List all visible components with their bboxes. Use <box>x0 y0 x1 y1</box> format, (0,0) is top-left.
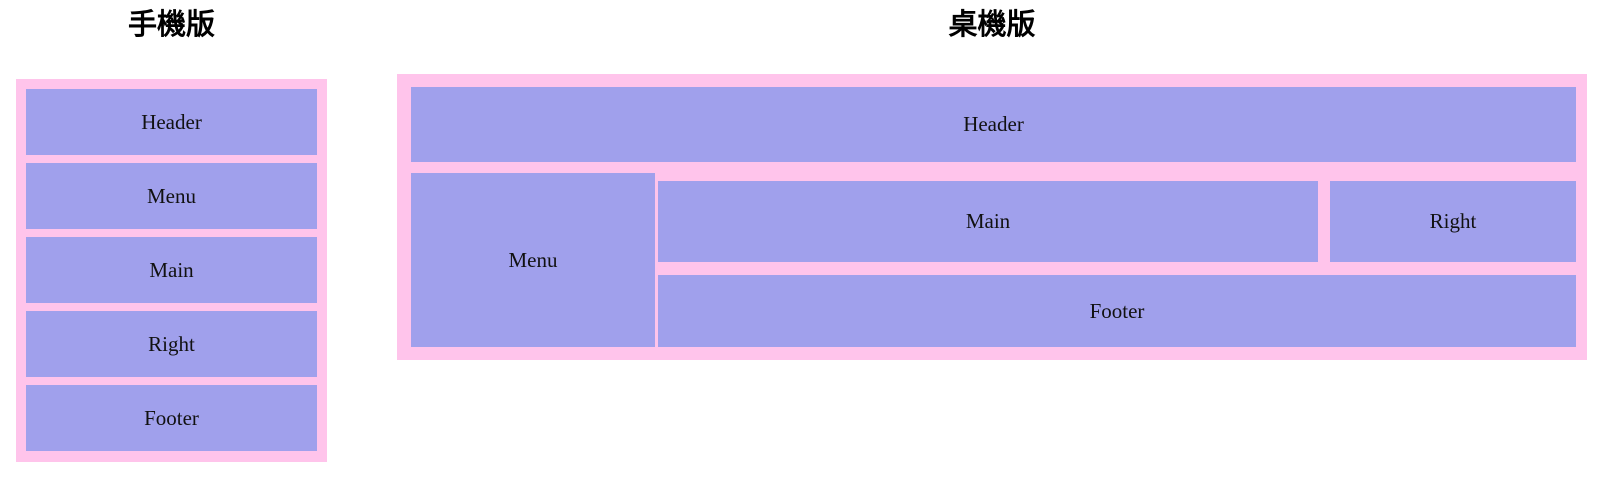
mobile-region-footer: Footer <box>26 385 317 451</box>
desktop-region-header: Header <box>411 87 1576 162</box>
mobile-region-main: Main <box>26 237 317 303</box>
desktop-layout-title: 桌機版 <box>948 9 1036 41</box>
mobile-region-right: Right <box>26 311 317 377</box>
mobile-region-header: Header <box>26 89 317 155</box>
mobile-region-menu: Menu <box>26 163 317 229</box>
mobile-layout-title: 手機版 <box>127 9 215 41</box>
desktop-region-right: Right <box>1330 181 1576 262</box>
desktop-region-menu: Menu <box>411 173 655 347</box>
mobile-layout-frame: Header Menu Main Right Footer <box>16 79 327 462</box>
desktop-region-main: Main <box>658 181 1318 262</box>
desktop-region-footer: Footer <box>658 275 1576 347</box>
desktop-layout-frame: Header Menu Main Right Footer <box>397 74 1587 360</box>
